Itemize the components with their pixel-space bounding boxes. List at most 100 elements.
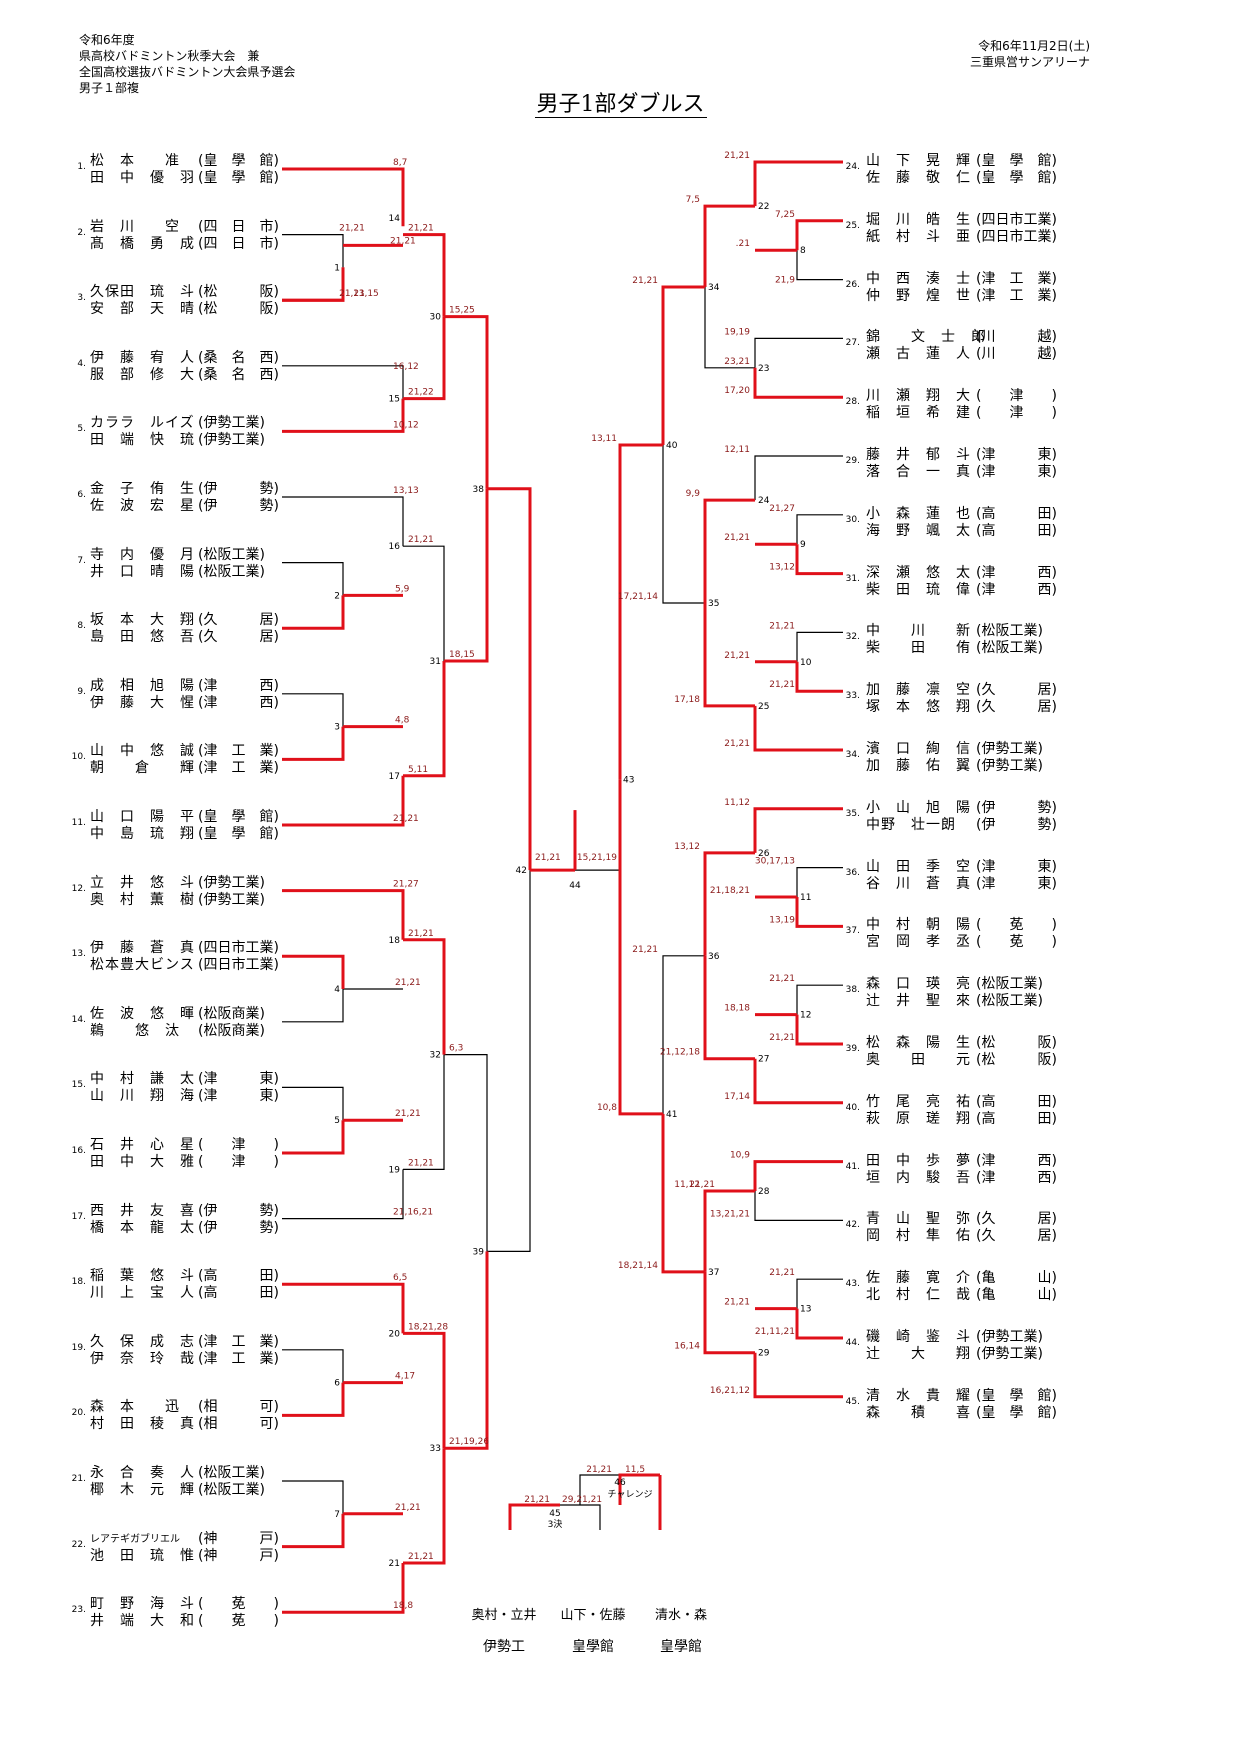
player-name: 竹 尾 亮 祐 [866,1093,971,1110]
school-name: (松 阪) [198,301,279,318]
score-label: 21,21 [769,1268,795,1278]
player-name: 北 村 仁 哉 [866,1287,971,1304]
bracket-line [704,286,755,369]
school-name: (四日市工業) [198,940,279,957]
bracket-line [508,1503,560,1530]
score-label: 21,22 [408,388,434,398]
black-lines [282,234,843,1530]
bracket-line [754,455,843,501]
bracket-line [282,1480,344,1514]
player-name: 坂 本 大 翔 [90,612,195,629]
school-name: (津 工 業) [198,743,279,760]
player-name: 鵜 悠 汰 [90,1022,180,1039]
school-name: (伊 勢) [198,498,279,514]
school-name: (高 田) [976,505,1057,522]
player-name: 橋 本 龍 太 [90,1219,195,1236]
school-name: (松阪工業) [976,976,1043,993]
entry-number: 6. [77,490,86,500]
player-name: 西 井 友 喜 [90,1202,195,1219]
school-name: (津 西) [198,694,279,711]
score-label: 13,13 [393,486,419,496]
school-name: (皇 學 館) [198,153,279,169]
match-number: 21 [389,1559,400,1569]
player-name: 堀 川 皓 生 [866,211,971,228]
school-name: (桑 名 西) [198,366,279,383]
score-label: 15,25 [449,306,475,316]
header-year: 令和6年度 [79,33,135,47]
match-number: 42 [516,866,527,876]
bracket-line [487,870,531,1253]
match-number: 40 [666,441,678,451]
school-name: (津 東) [976,858,1057,875]
player-name: 藤 井 郁 斗 [866,447,971,463]
player-name: 伊 奈 玲 哉 [90,1350,195,1367]
school-name: (伊勢工業) [976,758,1043,774]
score-label: 13,19 [769,915,795,925]
entry-number: 23. [71,1605,86,1616]
school-name: (桑 名 西) [198,349,279,366]
score-label: 5,9 [395,584,410,594]
school-name: (伊勢工業) [198,891,265,908]
school-name: (津 工 業) [976,270,1057,287]
score-label: 21,21 [393,814,419,824]
score-label: 21,19,26 [449,1437,489,1447]
bracket-line [282,954,345,989]
entry-number: 30. [845,514,860,525]
match-number: 41 [666,1110,677,1120]
header-event: 県高校バドミントン秋季大会 兼 [79,49,260,63]
third-place-label: 3決 [548,1518,563,1530]
result-school-1: 伊勢工 [483,1639,525,1655]
player-name: 寺 内 優 月 [90,546,195,563]
header-date: 令和6年11月2日(土) [978,39,1090,53]
score-label: 10,8 [597,1103,617,1113]
entry-number: 21. [71,1474,86,1484]
match-number: 6 [334,1379,340,1389]
match-number: 25 [758,702,769,712]
school-name: (川 越) [976,329,1057,346]
bracket-line [795,661,843,693]
school-name: (高 田) [976,1110,1057,1127]
score-label: 4,17 [395,1372,415,1382]
player-name: 久保田 琉 斗 [90,284,195,301]
player-name: 落 合 一 真 [866,464,971,480]
player-name: 中野 壮一朗 [866,816,956,833]
match-number: 38 [473,485,485,495]
match-number: 34 [708,283,720,293]
score-label: 13,15 [353,289,379,299]
player-name: 仲 野 煌 世 [866,287,971,304]
score-label: 21,27 [393,880,419,890]
bracket-line [753,807,843,853]
player-name: 加 藤 佑 翼 [866,758,971,774]
player-name: 石 井 心 星 [90,1137,195,1153]
bracket-line [282,167,405,227]
bracket-line [444,315,489,489]
player-name: 島 田 悠 吾 [90,629,195,646]
school-name: (高 田) [198,1285,279,1302]
player-name: 服 部 修 大 [90,366,195,383]
player-name: 立 井 悠 斗 [90,874,195,891]
score-label: 21,21 [724,151,750,161]
school-name: (伊勢工業) [976,741,1043,757]
player-name: カララ ルイズ [90,415,195,432]
player-name: 山 下 晃 輝 [866,153,971,169]
bracket-line [795,544,843,576]
bracket-line [703,955,755,1061]
school-name: (皇 學 館) [976,1387,1057,1404]
score-label: 16,21,12 [710,1386,750,1396]
bracket-line [796,631,843,662]
entry-number: 17. [71,1211,86,1222]
score-label: 21,21 [724,739,750,749]
school-name: (皇 學 館) [976,1404,1057,1421]
bracket-line [282,595,345,630]
entry-number: 12. [71,883,86,894]
entry-number: 2. [77,227,86,238]
entry-number: 40. [845,1102,860,1113]
school-name: (四日市工業) [976,211,1057,228]
player-name: 久 保 成 志 [90,1333,195,1350]
bracket-line [282,693,344,727]
score-label: 10,9 [730,1151,750,1161]
entry-number: 42. [845,1220,860,1231]
match-numbers: 1141530216317313841851932620721333942822… [334,202,811,1569]
school-name: (津 東) [976,464,1057,480]
entry-number: 14. [71,1014,86,1025]
